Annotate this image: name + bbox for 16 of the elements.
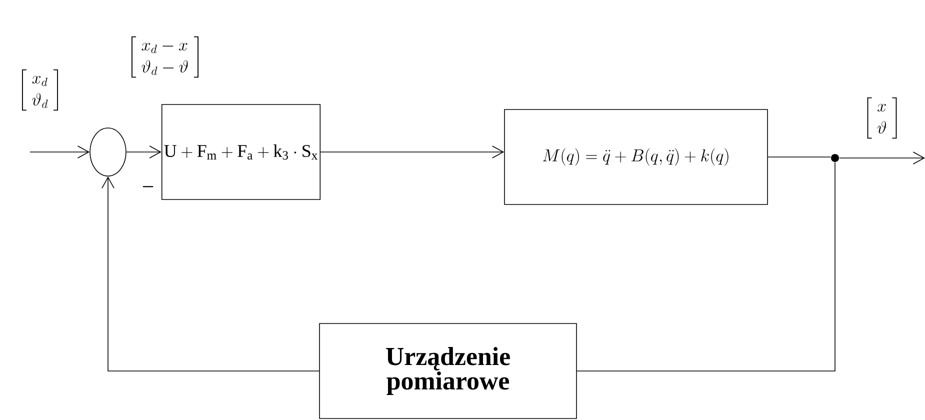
minus-sign: −: [142, 186, 154, 188]
connector-line: [576, 162, 836, 372]
junction-dot: [831, 154, 839, 162]
arrow: [839, 152, 925, 164]
process-box: Urządzenie pomiarowe: [319, 323, 577, 419]
arrow: [102, 176, 320, 372]
connector-line: [768, 156, 831, 158]
signal-vector: $\left[\begin{array}{l} x \\ \vartheta \end{array}\right]$: [867, 97, 897, 139]
signal-vector: $\left[\begin{array}{l} x_d \\ \vartheta_d \end{array}\right]$: [22, 69, 58, 111]
signal-vector: $\left[\begin{array}{l} x_d - x \\ \vartheta_d - \vartheta \end{array}\right]$: [132, 36, 198, 78]
arrow: [30, 146, 90, 158]
arrow: [320, 146, 504, 158]
summing-junction: [90, 128, 126, 176]
process-box: $M(q)=\ddot{q}+B(q,\ddot{q})+k(q)$: [504, 109, 768, 205]
process-box: $\mathrm{U + F_m + F_a + k_3 \cdot S_x}$: [161, 104, 321, 200]
arrow: [126, 146, 162, 158]
